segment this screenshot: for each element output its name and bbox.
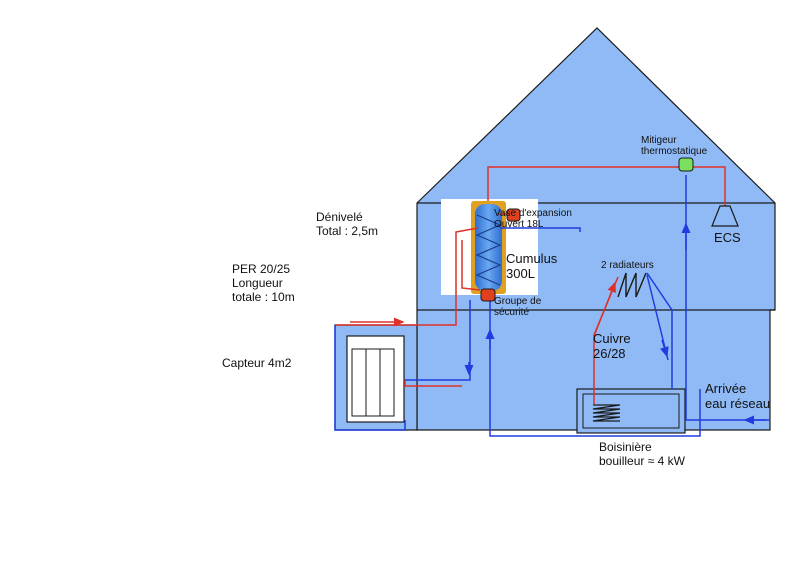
ecs-label: ECS [714, 230, 741, 245]
ecs-tap-icon [711, 205, 739, 227]
cumulus-tank [471, 201, 506, 294]
cold-pipes [334, 175, 770, 437]
wood-stove-boiler [576, 388, 686, 434]
safety-group-icon [480, 288, 496, 302]
thermostatic-mixer [678, 157, 694, 172]
solar-collector [346, 335, 405, 423]
collector-label: Capteur 4m2 [222, 356, 292, 370]
hot-pipes [335, 166, 726, 404]
radiators-label: 2 radiateurs [601, 260, 654, 271]
radiators-icon [617, 272, 647, 298]
expansion-vessel-icon [506, 208, 521, 222]
